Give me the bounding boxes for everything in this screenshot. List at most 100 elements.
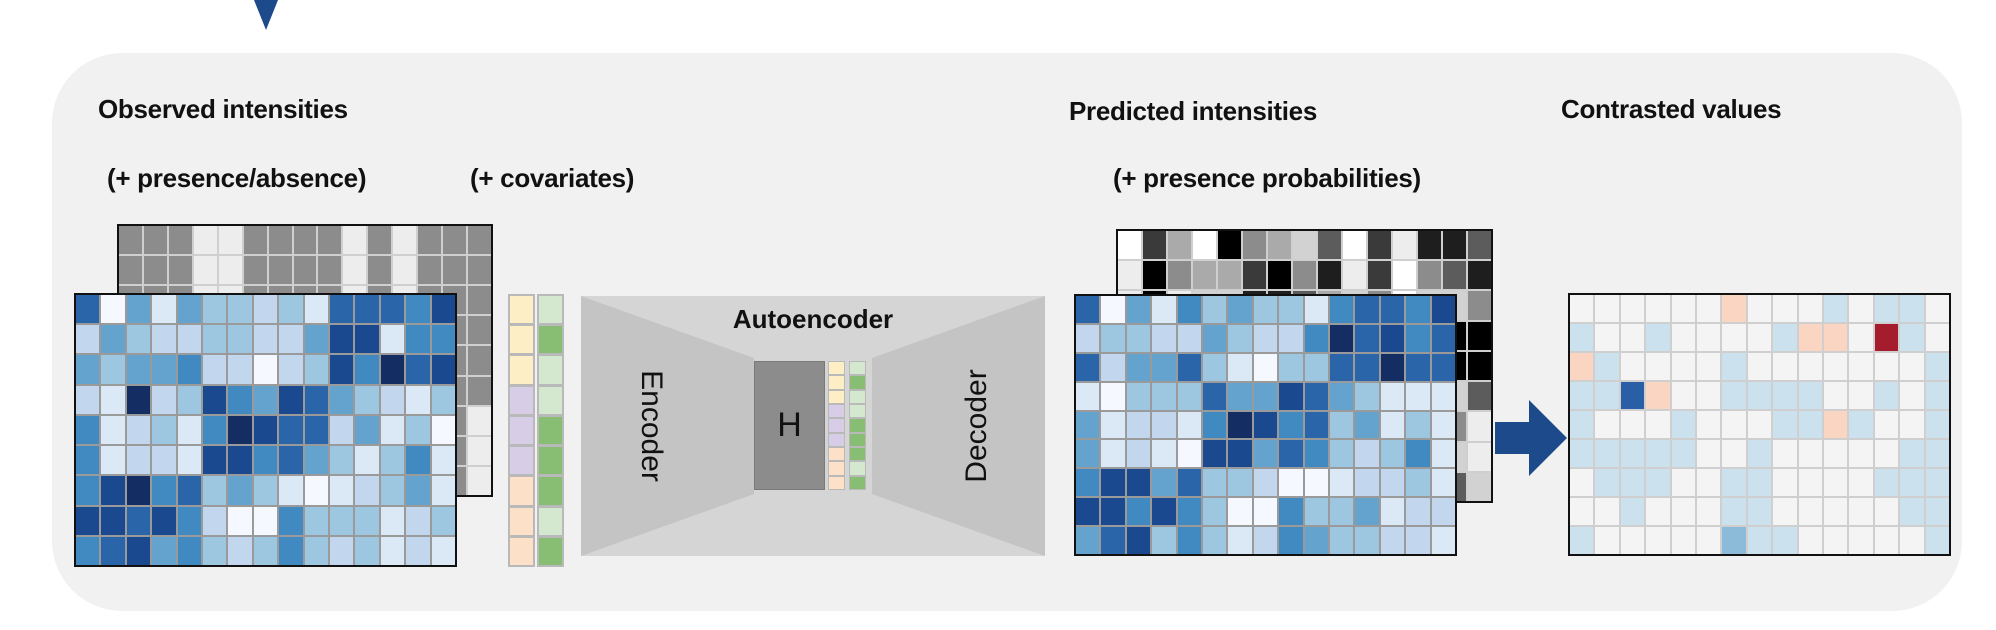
covariate-cell — [510, 507, 533, 535]
intensity-cell — [279, 446, 303, 475]
intensity-cell — [1304, 324, 1328, 352]
contrast-cell — [1900, 469, 1924, 496]
intensity-cell — [1228, 353, 1252, 381]
contrast-cell — [1874, 382, 1899, 409]
intensity-cell — [152, 355, 176, 384]
contrast-cell — [1722, 411, 1746, 438]
contrast-cell — [1722, 527, 1746, 554]
intensity-cell — [1152, 296, 1176, 323]
intensity-cell — [1329, 498, 1354, 526]
contrast-cell — [1849, 295, 1873, 322]
covariate-cell — [539, 416, 562, 445]
intensity-cell — [101, 536, 125, 565]
intensity-cell — [1202, 411, 1227, 439]
intensity-cell — [228, 385, 252, 414]
intensity-cell — [279, 536, 303, 565]
intensity-cell — [1253, 527, 1278, 554]
probability-cell — [1243, 261, 1266, 290]
contrast-cell — [1798, 324, 1822, 351]
intensity-cell — [76, 325, 100, 354]
presence-cell — [193, 226, 217, 255]
intensity-cell — [1329, 353, 1354, 381]
probability-cell — [1118, 231, 1141, 260]
intensity-cell — [329, 415, 354, 445]
presence-cell — [293, 256, 317, 285]
intensity-cell — [1431, 411, 1455, 439]
encoder-label: Encoder — [635, 370, 668, 482]
intensity-cell — [1101, 324, 1125, 352]
intensity-cell — [152, 295, 176, 324]
contrast-cell — [1696, 527, 1721, 554]
contrast-cell — [1773, 498, 1797, 525]
contrast-cell — [1900, 353, 1924, 380]
intensity-cell — [1202, 469, 1227, 497]
contrast-cell — [1620, 324, 1645, 351]
covariate-cell — [539, 296, 562, 324]
intensity-cell — [1380, 498, 1405, 526]
intensity-cell — [1152, 469, 1176, 497]
probability-cell — [1468, 261, 1491, 290]
intensity-cell — [202, 295, 227, 324]
intensity-cell — [279, 476, 303, 505]
contrast-cell — [1595, 411, 1619, 438]
latent-h-box: H — [754, 361, 825, 490]
probability-cell — [1218, 261, 1241, 290]
contrast-cell — [1620, 353, 1645, 380]
intensity-cell — [1228, 527, 1252, 554]
intensity-cell — [177, 536, 201, 565]
intensity-cell — [431, 295, 455, 324]
contrast-cell — [1671, 440, 1695, 467]
intensity-cell — [1406, 527, 1430, 554]
intensity-cell — [1228, 469, 1252, 497]
intensity-cell — [304, 325, 328, 354]
intensity-cell — [228, 295, 252, 324]
intensity-cell — [253, 385, 278, 414]
intensity-cell — [1355, 296, 1379, 323]
probability-cell — [1443, 261, 1466, 290]
contrast-cell — [1595, 324, 1619, 351]
intensity-cell — [1126, 296, 1151, 323]
presence-cell — [243, 226, 267, 255]
probability-cell — [1393, 231, 1416, 260]
observed-subtitle: (+ presence/absence) — [107, 163, 367, 193]
contrast-cell — [1696, 353, 1721, 380]
contrast-cell — [1570, 469, 1594, 496]
probability-cell — [1118, 261, 1141, 290]
contrast-cell — [1874, 353, 1899, 380]
presence-cell — [168, 256, 192, 285]
intensity-cell — [1406, 296, 1430, 323]
intensity-cell — [1101, 469, 1125, 497]
contrast-cell — [1646, 382, 1670, 409]
contrast-cell — [1646, 295, 1670, 322]
intensity-cell — [228, 536, 252, 565]
intensity-cell — [304, 476, 328, 505]
intensity-cell — [202, 385, 227, 414]
presence-cell — [343, 256, 367, 285]
contrast-cell — [1722, 382, 1746, 409]
contrast-cell — [1570, 440, 1594, 467]
contrast-cell — [1671, 324, 1695, 351]
contrast-cell — [1925, 353, 1949, 380]
predicted-title: Predicted intensities — [1069, 96, 1318, 126]
intensity-cell — [431, 446, 455, 475]
presence-cell — [368, 226, 392, 255]
intensity-cell — [253, 355, 278, 384]
covariate-cell — [510, 537, 533, 565]
intensity-cell — [1329, 324, 1354, 352]
intensity-cell — [1329, 296, 1354, 323]
intensity-cell — [101, 506, 125, 535]
contrast-cell — [1925, 469, 1949, 496]
contrast-cell — [1696, 295, 1721, 322]
intensity-cell — [380, 476, 405, 505]
intensity-cell — [1380, 382, 1405, 410]
contrast-cell — [1595, 440, 1619, 467]
intensity-cell — [355, 476, 379, 505]
contrast-cell — [1798, 382, 1822, 409]
contrast-cell — [1747, 324, 1772, 351]
intensity-cell — [177, 506, 201, 535]
intensity-cell — [1177, 382, 1201, 410]
contrast-cell — [1595, 469, 1619, 496]
intensity-cell — [329, 295, 354, 324]
probability-cell — [1168, 261, 1191, 290]
incoming-arrow-icon — [254, 0, 278, 30]
